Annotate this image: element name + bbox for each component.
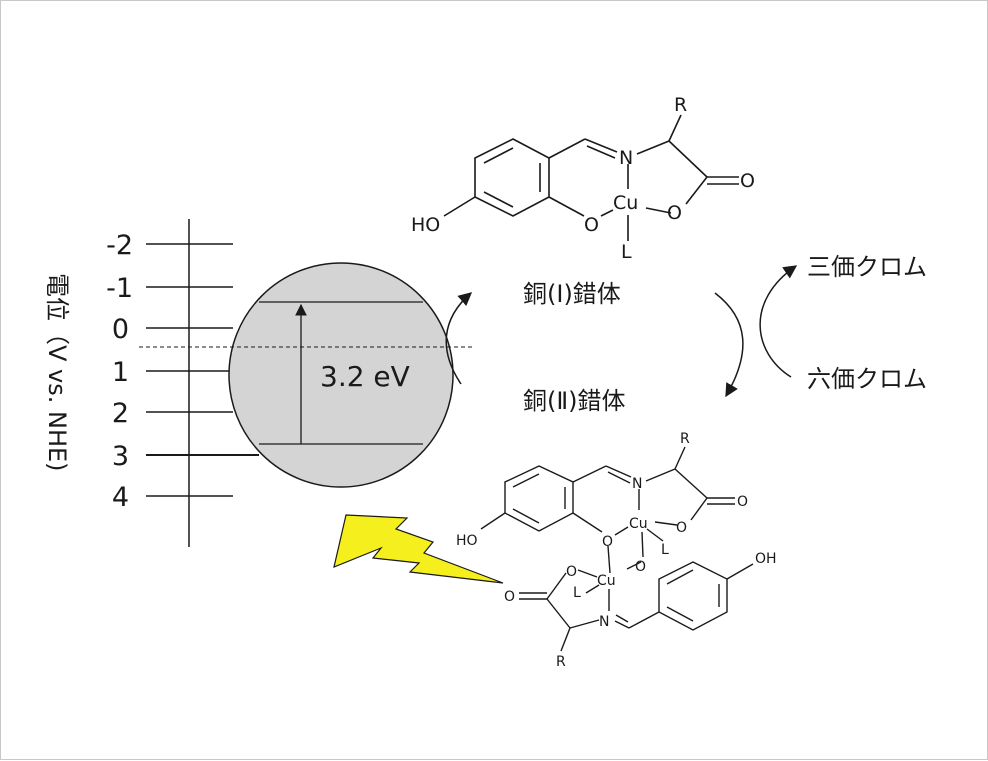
atom-label: O (584, 214, 599, 236)
atom-label: L (573, 585, 581, 601)
lightning-icon (333, 514, 504, 584)
atom-label: Cu (613, 192, 638, 214)
energy-axis: -2 -1 0 1 2 3 4 電位（V vs. NHE) (43, 219, 259, 547)
tick-label: 2 (112, 398, 129, 429)
cr3-label: 三価クロム (807, 253, 927, 281)
tick-label: 0 (112, 314, 129, 345)
atom-label: L (661, 542, 669, 558)
tick-label: -2 (106, 230, 133, 261)
atom-label: O (602, 534, 613, 550)
atom-label: O (566, 564, 577, 580)
atom-label: N (599, 614, 609, 630)
atom-label: O (667, 202, 682, 224)
tick-label: -1 (106, 273, 133, 304)
molecule-cu1-atoms: R N Cu O O O L HO (411, 94, 755, 263)
atom-label: O (737, 494, 748, 510)
atom-label: N (632, 476, 642, 492)
atom-label: R (674, 94, 687, 116)
cu1-oxidation-arrow (714, 292, 744, 398)
molecule-cu2-dimer-atoms: R N Cu O O O L HO R N Cu O O O L OH (456, 431, 777, 670)
axis-title: 電位（V vs. NHE) (43, 273, 71, 472)
semiconductor-particle: 3.2 eV (139, 262, 475, 488)
atom-label: O (676, 520, 687, 536)
atom-label: Cu (597, 573, 616, 589)
atom-label: N (619, 147, 633, 169)
tick-label: 3 (112, 441, 129, 472)
molecule-cu2-dimer (480, 446, 754, 652)
atom-label: OH (755, 551, 777, 567)
atom-label: HO (456, 533, 478, 549)
atom-label: HO (411, 214, 440, 236)
cu2-complex-label: 銅(Ⅱ)錯体 (523, 387, 626, 415)
reduction-arrow (445, 292, 473, 385)
benzene-ring (504, 465, 574, 532)
atom-label: R (556, 654, 566, 670)
atom-label: O (504, 589, 515, 605)
atom-label: O (635, 559, 646, 575)
atom-label: Cu (629, 516, 648, 532)
benzene-ring (474, 138, 550, 217)
atom-label: L (621, 241, 632, 263)
molecule-cu1 (443, 114, 739, 241)
atom-label: O (740, 170, 755, 192)
atom-label: R (680, 431, 690, 447)
cr6-label: 六価クロム (807, 365, 927, 393)
tick-label: 1 (112, 357, 129, 388)
band-gap-label: 3.2 eV (320, 360, 410, 393)
particle-circle (228, 262, 454, 488)
cu1-complex-label: 銅(Ⅰ)錯体 (523, 280, 621, 308)
cr-reduction-arrow (759, 265, 798, 378)
benzene-ring (658, 561, 728, 631)
tick-label: 4 (112, 482, 129, 513)
redox-cycle: 銅(Ⅰ)錯体 銅(Ⅱ)錯体 三価クロム 六価クロム (445, 253, 927, 415)
